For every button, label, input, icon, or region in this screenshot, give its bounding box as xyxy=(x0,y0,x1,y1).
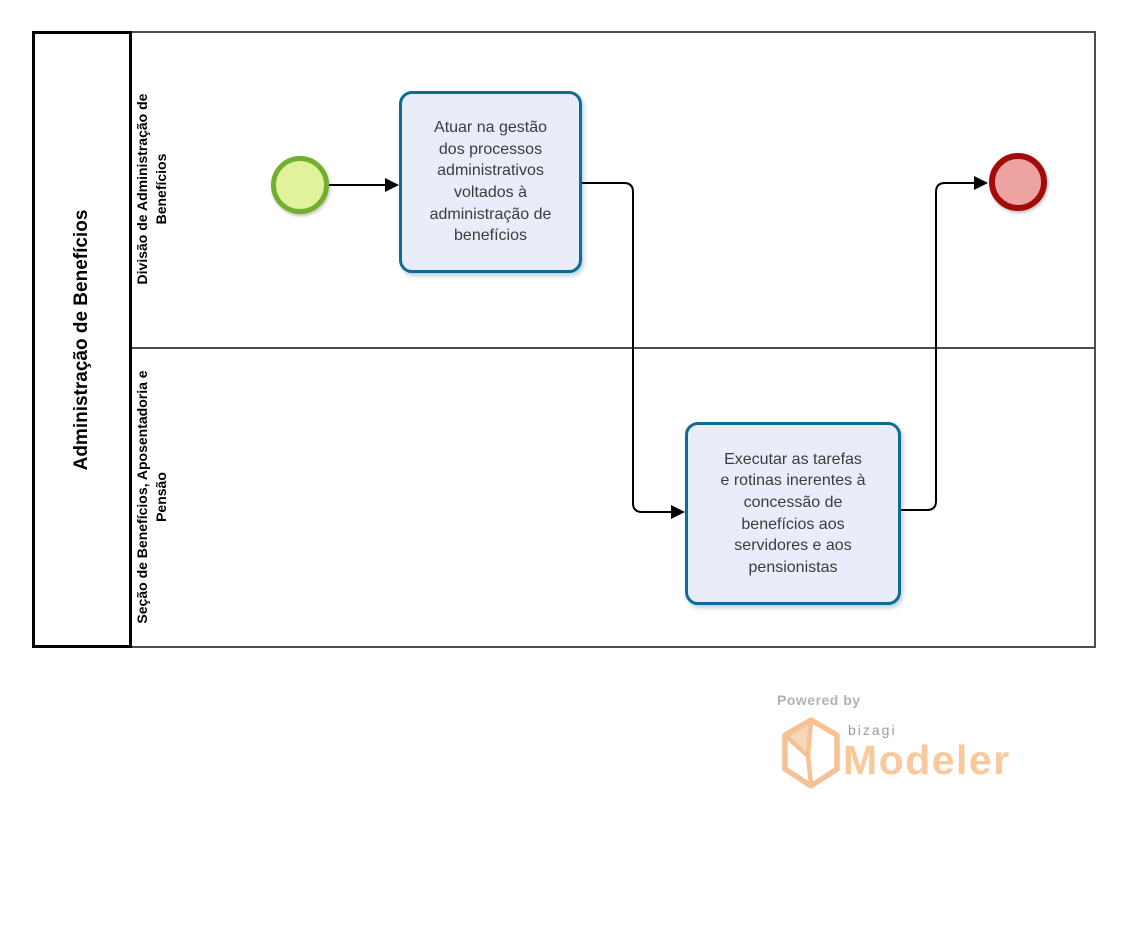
pool-lanes xyxy=(132,31,1096,648)
lane-secao-beneficios xyxy=(132,347,1094,646)
task-executar-tarefas[interactable]: Executar as tarefas e rotinas inerentes … xyxy=(685,422,901,605)
task-label: Executar as tarefas e rotinas inerentes … xyxy=(720,450,866,576)
task-atuar-gestao[interactable]: Atuar na gestão dos processos administra… xyxy=(399,91,582,273)
lane-label-secao: Seção de Benefícios, Aposentadoria e Pen… xyxy=(134,370,169,624)
lane-label-divisao: Divisão de Administração de Benefícios xyxy=(134,93,169,285)
pool-title: Administração de Benefícios xyxy=(71,209,92,471)
task-label: Atuar na gestão dos processos administra… xyxy=(429,119,552,245)
powered-by-label: Powered by xyxy=(777,692,861,708)
end-event[interactable] xyxy=(989,153,1047,211)
start-event[interactable] xyxy=(271,156,329,214)
modeler-product-label[interactable]: Modeler xyxy=(843,737,1011,783)
bizagi-brand-label[interactable]: bizagi xyxy=(848,722,897,738)
pool-name-box xyxy=(32,31,132,648)
bizagi-logo-icon[interactable] xyxy=(775,716,847,790)
